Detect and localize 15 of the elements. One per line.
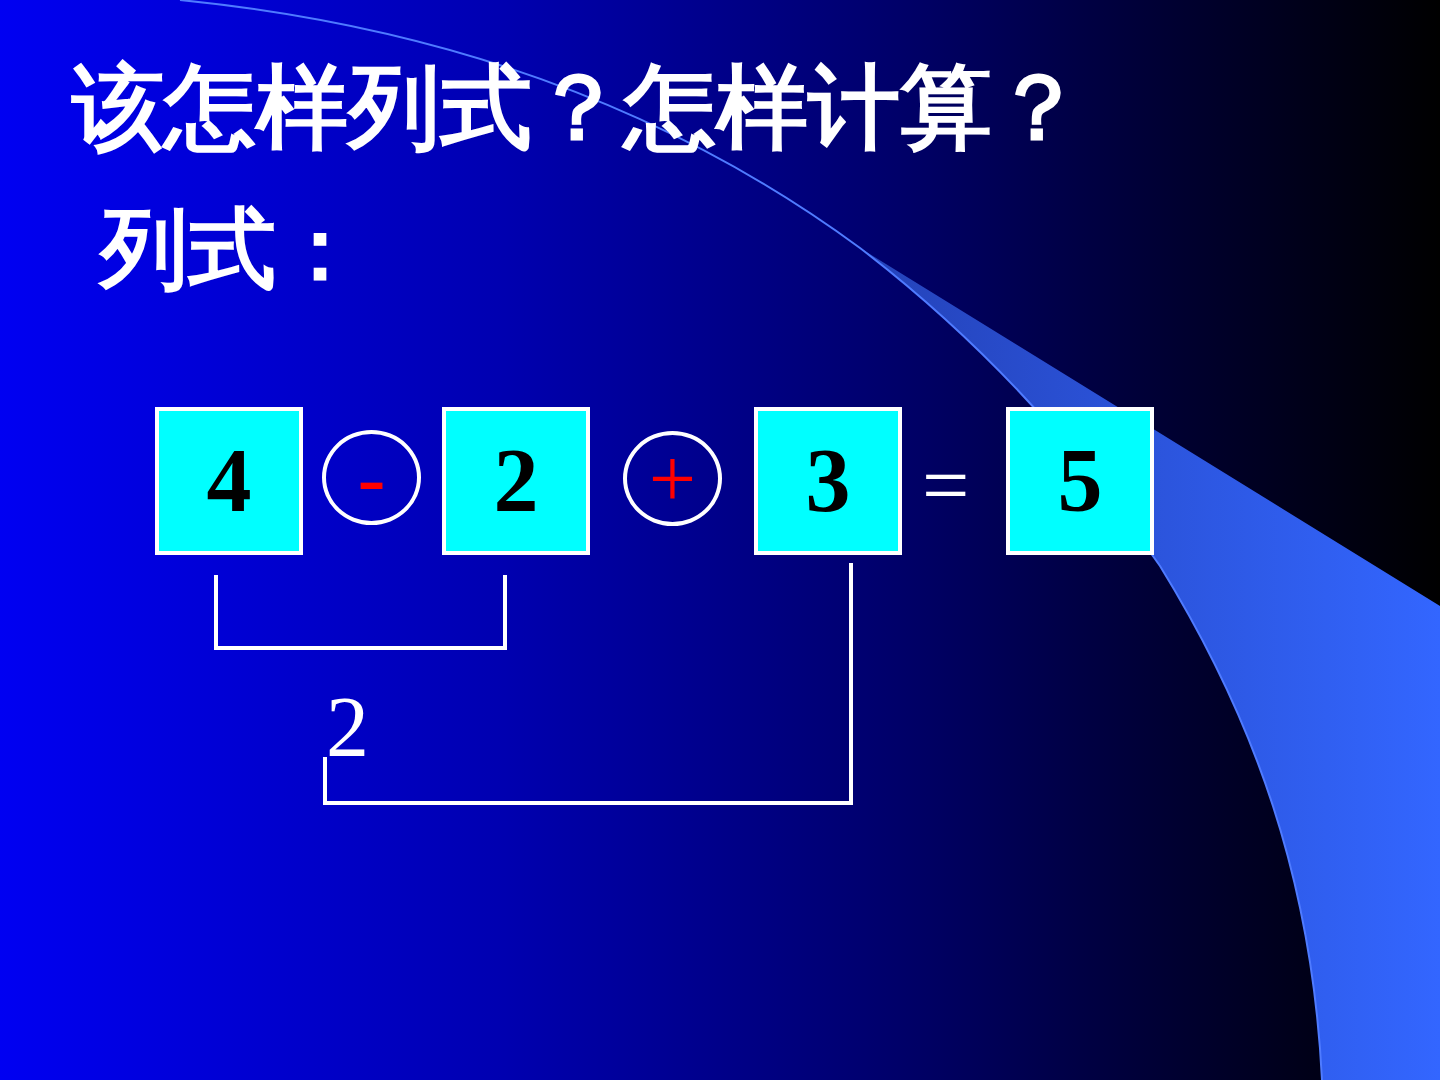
operator-sign: + (648, 436, 697, 521)
operator-circle (322, 430, 421, 525)
number-tile (1006, 407, 1154, 555)
number: 2 (493, 436, 539, 526)
number-tile (155, 407, 303, 555)
number: 5 (1057, 436, 1103, 526)
equals-sign: = (922, 444, 970, 528)
number: 3 (805, 436, 851, 526)
section-heading: 列式： (100, 206, 364, 294)
operator-circle (623, 431, 722, 526)
operator-sign: - (357, 435, 386, 520)
number: 4 (206, 436, 252, 526)
intermediate-result: 2 (326, 684, 369, 770)
number-tile (754, 407, 902, 555)
number-tile (442, 407, 590, 555)
